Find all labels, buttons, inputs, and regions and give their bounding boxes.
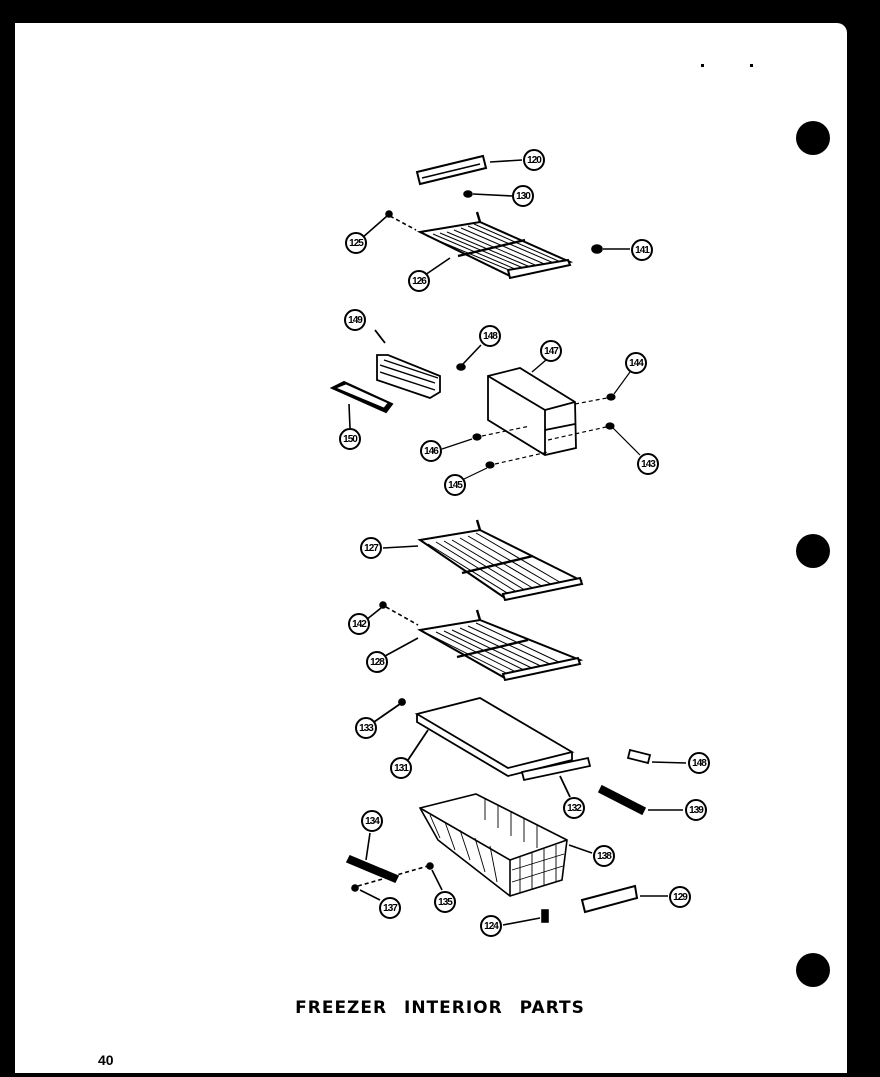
shelf-cover-icon	[373, 697, 575, 777]
part-callout: 145	[444, 474, 466, 496]
clip-icon	[463, 190, 513, 198]
part-callout: 127	[360, 537, 382, 559]
part-callout: 148	[479, 325, 501, 347]
part-callout: 147	[540, 340, 562, 362]
speck	[701, 64, 704, 67]
part-callout: 148	[688, 752, 710, 774]
part-callout: 146	[420, 440, 442, 462]
part-callout: 144	[625, 352, 647, 374]
trim-strip-icon	[415, 154, 523, 186]
slide-rail-icon	[345, 832, 443, 901]
part-callout: 132	[563, 797, 585, 819]
part-callout: 139	[685, 799, 707, 821]
part-callout: 143	[637, 453, 659, 475]
part-callout: 126	[408, 270, 430, 292]
page-number: 40	[98, 1052, 114, 1068]
part-callout: 134	[361, 810, 383, 832]
wire-shelf-icon	[382, 519, 584, 602]
part-callout: 129	[669, 886, 691, 908]
basket-trim-icon	[580, 884, 668, 914]
part-callout: 138	[593, 845, 615, 867]
part-callout: 133	[355, 717, 377, 739]
part-callout: 142	[348, 613, 370, 635]
binder-hole-top	[796, 121, 830, 155]
wire-shelf-icon	[361, 210, 574, 280]
part-callout: 125	[345, 232, 367, 254]
binder-hole-middle	[796, 534, 830, 568]
stop-icon	[591, 244, 630, 254]
ice-tray-icon	[329, 380, 394, 429]
part-callout: 130	[512, 185, 534, 207]
screw-icon	[441, 371, 641, 480]
rail-icon	[597, 784, 683, 816]
part-callout: 150	[339, 428, 361, 450]
wire-shelf-icon	[365, 601, 584, 682]
part-callout: 137	[379, 897, 401, 919]
ice-bin-box-icon	[487, 359, 577, 456]
binder-hole-bottom	[796, 953, 830, 987]
speck	[750, 64, 753, 67]
part-callout: 124	[480, 915, 502, 937]
screw-icon	[456, 344, 482, 371]
page-title: FREEZER INTERIOR PARTS	[295, 998, 585, 1018]
bracket-icon	[374, 329, 441, 399]
part-callout: 141	[631, 239, 653, 261]
front-strip-icon	[520, 756, 592, 798]
stop-clip-icon	[502, 909, 549, 926]
part-callout: 149	[344, 309, 366, 331]
cover-piece-icon	[626, 748, 687, 765]
part-callout: 120	[523, 149, 545, 171]
part-callout: 131	[390, 757, 412, 779]
part-callout: 135	[434, 891, 456, 913]
wire-basket-icon	[418, 793, 593, 897]
part-callout: 128	[366, 651, 388, 673]
